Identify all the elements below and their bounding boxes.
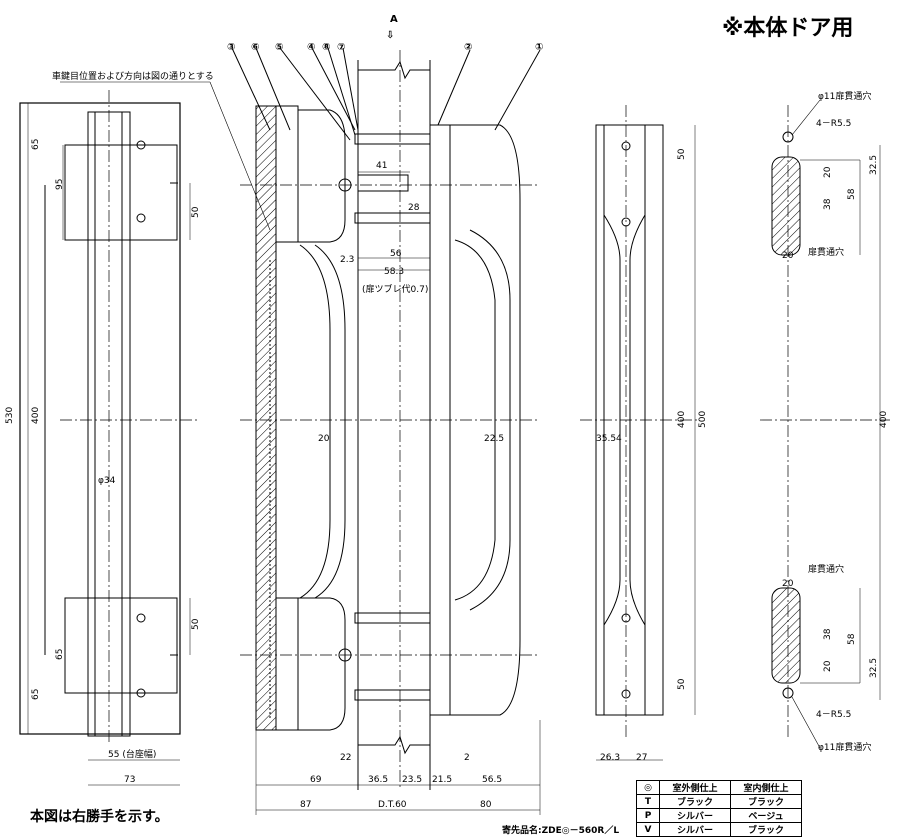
through-hole-bottom-note: 扉貫通穴 [808,563,844,575]
table-cell: ブラック [730,822,802,837]
dim-2: 2 [464,753,470,763]
table-cell: シルバー [659,822,731,837]
dim-80: 80 [480,800,492,810]
finish-spec-table: ◎ 室外側仕上 室内側仕上 T ブラック ブラック P シルバー ベージュ V … [636,780,802,837]
dim-38-bot: 38 [823,628,833,640]
radius-top-note: 4－R5.5 [816,119,851,129]
dim-65-bot: 65 [31,689,41,700]
dim-400-right: 400 [879,411,889,428]
dim-20-bot: 20 [782,579,794,589]
table-cell: ブラック [659,794,731,809]
dim-r35-54: 35.54 [596,434,622,444]
dim-95: 95 [55,179,65,190]
model-number: 寄先品名:ZDE◎－560R／L [502,826,620,836]
left-front-view [19,90,200,786]
table-cell: P [636,808,660,823]
hand-orientation-note: 本図は右勝手を示す。 [30,809,169,825]
dim-38-top: 38 [823,198,833,210]
callout-3: ③ [227,42,235,53]
table-cell: ベージュ [730,808,802,823]
dim-56: 56 [390,249,402,259]
dim-20-top: 20 [823,166,833,178]
dim-58-3: 58.3 [384,267,404,277]
radius-bottom-note: 4－R5.5 [816,710,851,720]
table-header-cell: 室外側仕上 [659,780,731,795]
dim-56-5: 56.5 [482,775,502,785]
dim-dt60: D.T.60 [378,800,407,810]
dim-22: 22 [340,753,351,763]
callout-2: ② [464,42,472,53]
dim-58-bot: 58 [847,633,857,645]
section-view [60,47,541,815]
callout-7: ⑦ [337,42,345,53]
side-view [580,105,700,761]
dim-58-top: 58 [847,188,857,200]
dim-50-bot: 50 [191,618,201,630]
dim-32-5-top: 32.5 [869,155,879,175]
dim-side-50-top: 50 [677,148,687,160]
dim-side-400: 400 [677,411,687,428]
right-cutout-view [760,99,890,749]
labels: A ⇩ ③ ⑥ ⑤ ④ ⑧ ⑦ ② ① 車鍵目位置および方向は図の通りとする (… [5,14,889,810]
table-header-cell: 室内側仕上 [730,780,802,795]
dim-41: 41 [376,161,387,171]
table-row: V シルバー ブラック [636,822,802,837]
dim-26-3: 26.3 [600,753,620,763]
dim-73: 73 [124,775,135,785]
dim-32-5-bot: 32.5 [869,658,879,678]
table-cell: T [636,794,660,809]
dim-400-left: 400 [31,407,41,424]
callout-1: ① [535,42,543,53]
bolt-hole-top-note: φ11扉貫通穴 [818,90,871,102]
table-cell: ブラック [730,794,802,809]
table-row: T ブラック ブラック [636,794,802,809]
dim-20-top2: 20 [782,251,794,261]
wood-grain-note: 車鍵目位置および方向は図の通りとする [52,70,214,82]
dim-28: 28 [408,203,420,213]
callout-8: ⑧ [322,42,330,53]
dim-27: 27 [636,753,647,763]
dim-20-section: 20 [318,434,330,444]
table-row: P シルバー ベージュ [636,808,802,823]
callout-5: ⑤ [275,42,283,53]
dim-20-bot2: 20 [823,660,833,672]
dim-87: 87 [300,800,311,810]
dim-side-50-bot: 50 [677,678,687,690]
callout-6: ⑥ [251,42,259,53]
through-hole-top-note: 扉貫通穴 [808,246,844,258]
view-label-a: A [390,14,398,25]
dim-530: 530 [5,407,15,424]
dim-50-top: 50 [191,206,201,218]
drawing-title: ※本体ドア用 [722,16,854,41]
table-header-cell: ◎ [636,780,660,795]
view-arrow-icon: ⇩ [386,30,394,41]
table-cell: シルバー [659,808,731,823]
dim-65-mid: 65 [55,649,65,660]
table-header-row: ◎ 室外側仕上 室内側仕上 [636,780,802,795]
dim-22-5: 22.5 [484,434,504,444]
dim-21-5: 21.5 [432,775,452,785]
dim-36-5: 36.5 [368,775,388,785]
dim-phi34: φ34 [98,476,116,486]
dim-23-5: 23.5 [402,775,422,785]
dim-2-3: 2.3 [340,255,354,265]
dim-65-top: 65 [31,139,41,150]
table-cell: V [636,822,660,837]
dim-55: 55 (台座幅) [108,748,156,760]
door-play-note: (扉ツブレ代0.7) [362,283,428,295]
bolt-hole-bottom-note: φ11扉貫通穴 [818,741,871,753]
dim-69: 69 [310,775,322,785]
callout-4: ④ [307,42,315,53]
dim-500: 500 [698,411,708,428]
